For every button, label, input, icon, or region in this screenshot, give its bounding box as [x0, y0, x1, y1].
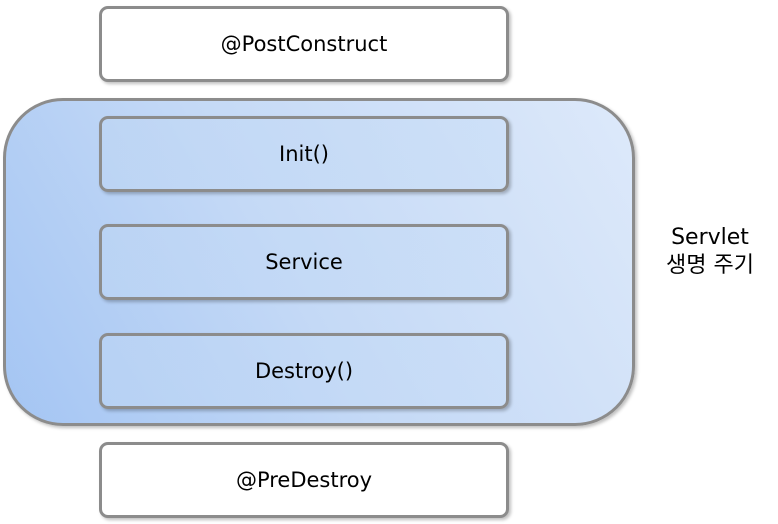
- pre-destroy-box: @PreDestroy: [99, 442, 509, 518]
- post-construct-box: @PostConstruct: [99, 6, 509, 82]
- servlet-lifecycle-label: Servlet 생명 주기: [650, 224, 770, 280]
- service-step-box: Service: [99, 224, 509, 300]
- servlet-lifecycle-label-line2: 생명 주기: [666, 253, 754, 278]
- servlet-lifecycle-label-line1: Servlet: [671, 225, 749, 250]
- pre-destroy-label: @PreDestroy: [235, 468, 373, 492]
- service-step-label: Service: [265, 250, 343, 274]
- init-step-box: Init(): [99, 116, 509, 192]
- destroy-step-label: Destroy(): [254, 359, 354, 383]
- init-step-label: Init(): [279, 142, 329, 166]
- post-construct-label: @PostConstruct: [220, 32, 388, 56]
- destroy-step-box: Destroy(): [99, 333, 509, 409]
